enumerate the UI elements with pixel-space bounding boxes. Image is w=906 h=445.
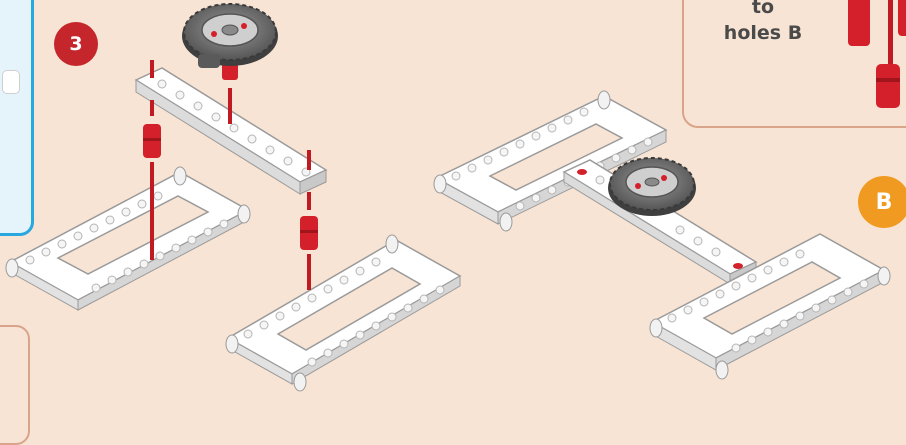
rod-piece-upper — [136, 68, 326, 194]
guide-line — [228, 88, 232, 124]
guide-line — [150, 100, 154, 116]
guide-line — [307, 254, 311, 290]
pin-connector — [848, 0, 870, 46]
guide-line — [150, 60, 154, 78]
guide-line — [307, 150, 311, 170]
gear-icon — [182, 4, 278, 80]
callout-pins — [848, 0, 906, 108]
guide-line — [150, 162, 154, 260]
frame-piece-left — [6, 167, 250, 310]
step-number-badge: 3 — [54, 22, 98, 66]
hole-b-badge: B — [858, 176, 906, 228]
guide-line — [888, 0, 893, 74]
frame-piece-middle — [226, 235, 460, 391]
pin-connector — [898, 0, 906, 36]
guide-line — [307, 192, 311, 210]
gear-icon — [608, 158, 696, 216]
pin-connector — [876, 64, 900, 108]
assembly-illustration — [0, 0, 906, 394]
